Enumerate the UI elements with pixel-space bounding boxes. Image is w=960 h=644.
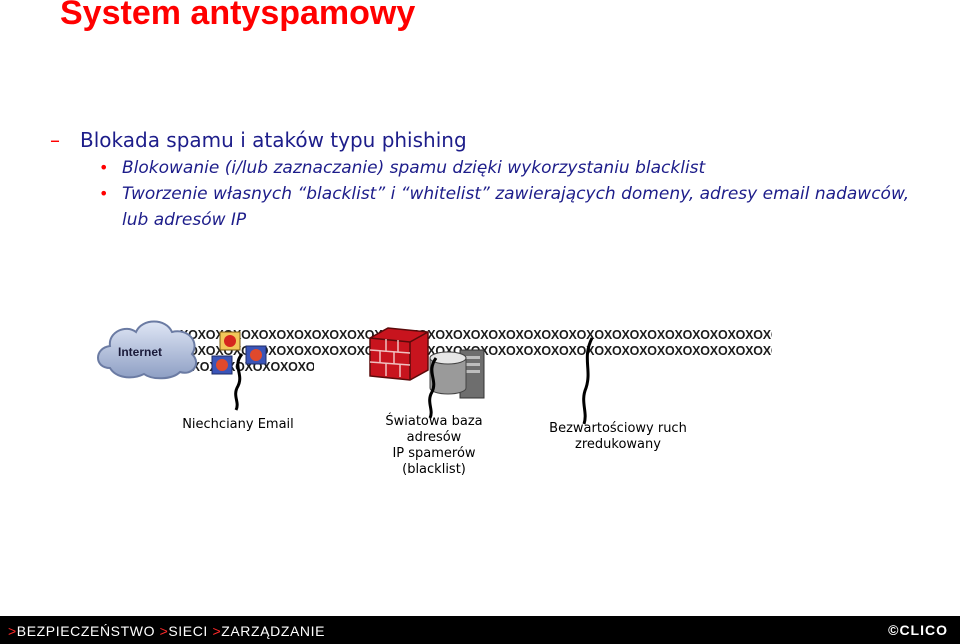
footer-brand-logo: ©CLICO xyxy=(888,622,948,638)
blacklist-database-icon xyxy=(429,349,485,399)
caption-worthless-line-1: Bezwartościowy ruch xyxy=(549,421,687,436)
traffic-row-1: XOXOXOXOXOXOXOXOXOXOXOXOXOXOXOXOXOXOXOXO… xyxy=(180,328,772,342)
caption-unwanted-email: Niechciany Email xyxy=(182,417,294,432)
caption-worthless-traffic: Bezwartościowy ruch zredukowany xyxy=(538,421,698,453)
footer-links: >BEZPIECZEŃSTWO >SIECI >ZARZĄDZANIE xyxy=(8,623,325,639)
caption-worthless-line-2: zredukowany xyxy=(575,437,661,452)
level1-dash: – xyxy=(50,128,60,152)
footer-separator-3: > xyxy=(212,623,222,639)
firewall-icon xyxy=(369,327,429,381)
connector-line-2 xyxy=(428,357,438,419)
caption-blacklist-line-1: Światowa baza xyxy=(385,414,483,429)
footer-bar: >BEZPIECZEŃSTWO >SIECI >ZARZĄDZANIE ©CLI… xyxy=(0,616,960,644)
footer-separator-2: > xyxy=(159,623,169,639)
cloud-label: Internet xyxy=(118,345,162,359)
bullet-text-2: Tworzenie własnych “blacklist” i “whitel… xyxy=(122,184,910,230)
caption-blacklist-line-4: (blacklist) xyxy=(402,462,466,477)
connector-line-1 xyxy=(234,353,244,411)
traffic-row-3: XOXOXOXOXOXOXOXOXOXOX xyxy=(174,360,314,374)
footer-separator-1: > xyxy=(8,623,17,639)
footer-item-network: SIECI xyxy=(168,623,208,639)
internet-cloud-icon: Internet xyxy=(97,320,198,380)
caption-blacklist-line-3: IP spamerów xyxy=(392,446,476,461)
bullet-dot-2: • xyxy=(99,184,109,203)
caption-blacklist: Światowa baza adresów IP spamerów (black… xyxy=(360,414,508,478)
slide-title: System antyspamowy xyxy=(60,0,416,32)
caption-blacklist-line-2: adresów xyxy=(406,430,462,445)
connector-line-3 xyxy=(582,337,594,425)
bullet-dot-1: • xyxy=(99,158,109,177)
bullet-text-1: Blokowanie (i/lub zaznaczanie) spamu dzi… xyxy=(122,158,706,178)
footer-item-security: BEZPIECZEŃSTWO xyxy=(16,623,156,639)
footer-item-management: ZARZĄDZANIE xyxy=(221,623,326,639)
spam-envelopes-icon xyxy=(211,331,267,375)
level1-text: Blokada spamu i ataków typu phishing xyxy=(80,128,467,152)
